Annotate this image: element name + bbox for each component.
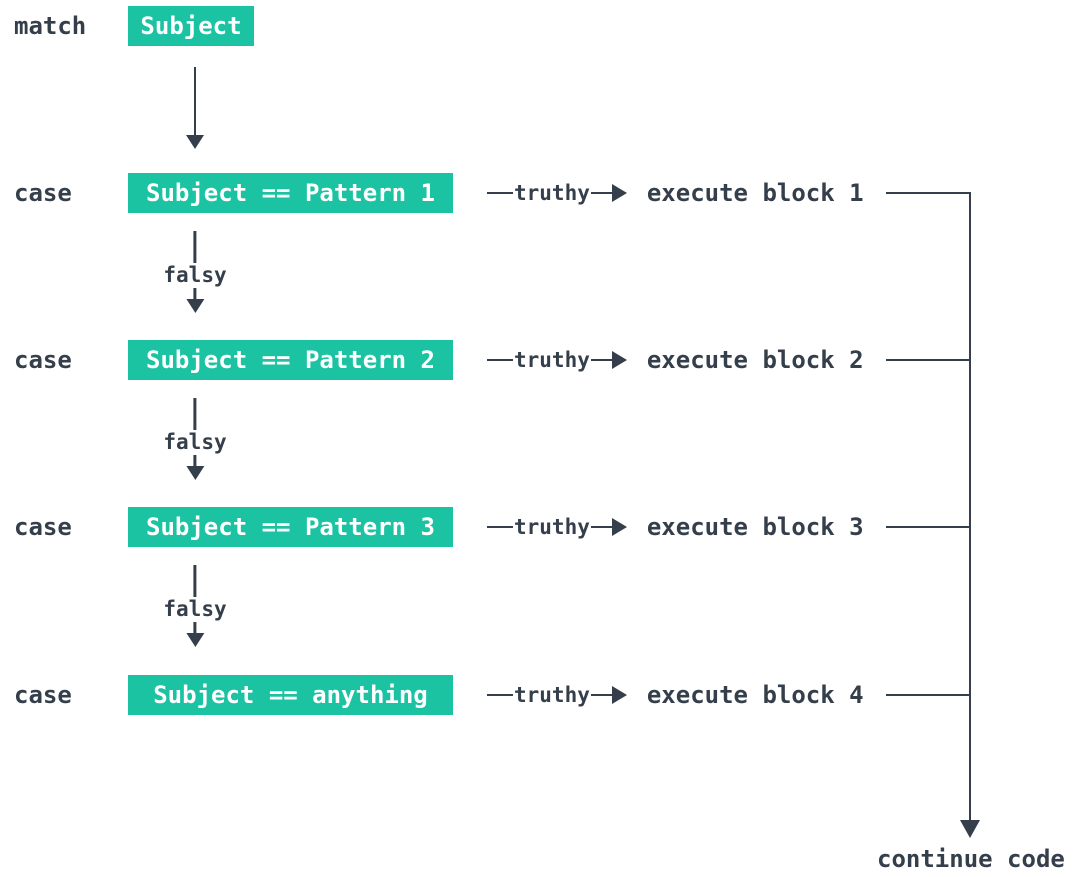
case-keyword-label: case bbox=[14, 681, 72, 709]
arrow-shaft bbox=[193, 565, 197, 597]
connector-line bbox=[590, 358, 612, 362]
connector-line bbox=[590, 693, 612, 697]
truthy-connector: truthy bbox=[487, 515, 627, 539]
arrow-shaft bbox=[193, 455, 197, 467]
falsy-label: falsy bbox=[163, 430, 227, 454]
trunk-line bbox=[968, 192, 971, 822]
case-row-3: case Subject == Pattern 3 truthy execute… bbox=[0, 507, 970, 547]
match-to-case-arrow-icon bbox=[186, 67, 204, 149]
stub-line-to-trunk bbox=[885, 693, 970, 697]
execute-action-label: execute block 2 bbox=[646, 346, 864, 374]
arrow-shaft bbox=[193, 622, 197, 634]
connector-line bbox=[487, 525, 513, 529]
match-row: match Subject bbox=[0, 6, 254, 46]
arrow-right-icon bbox=[611, 686, 627, 704]
arrow-shaft bbox=[193, 231, 197, 263]
arrow-shaft bbox=[193, 398, 197, 430]
connector-line bbox=[590, 525, 612, 529]
truthy-label: truthy bbox=[514, 515, 590, 539]
connector-line bbox=[487, 191, 513, 195]
execute-action-label: execute block 3 bbox=[646, 513, 864, 541]
arrow-right-icon bbox=[611, 351, 627, 369]
connector-line bbox=[487, 693, 513, 697]
arrow-right-icon bbox=[611, 518, 627, 536]
stub-line-to-trunk bbox=[885, 525, 970, 529]
case-row-4: case Subject == anything truthy execute … bbox=[0, 675, 970, 715]
continue-code-label: continue code bbox=[877, 845, 1065, 873]
arrow-shaft bbox=[193, 288, 197, 300]
falsy-connector-3: falsy bbox=[163, 565, 227, 648]
subject-box: Subject bbox=[128, 6, 254, 46]
falsy-label: falsy bbox=[163, 263, 227, 287]
arrow-down-icon bbox=[186, 466, 204, 481]
falsy-connector-1: falsy bbox=[163, 231, 227, 314]
stub-line-to-trunk bbox=[885, 358, 970, 362]
truthy-connector: truthy bbox=[487, 348, 627, 372]
arrow-down-icon bbox=[960, 820, 980, 838]
truthy-label: truthy bbox=[514, 348, 590, 372]
stub-line-to-trunk bbox=[885, 191, 970, 195]
case-keyword-label: case bbox=[14, 346, 72, 374]
arrow-shaft bbox=[193, 67, 197, 135]
condition-box: Subject == Pattern 1 bbox=[128, 173, 453, 213]
arrow-right-icon bbox=[611, 184, 627, 202]
case-row-2: case Subject == Pattern 2 truthy execute… bbox=[0, 340, 970, 380]
condition-box: Subject == Pattern 2 bbox=[128, 340, 453, 380]
truthy-label: truthy bbox=[514, 181, 590, 205]
connector-line bbox=[590, 191, 612, 195]
arrow-down-icon bbox=[186, 299, 204, 314]
truthy-label: truthy bbox=[514, 683, 590, 707]
arrow-down-icon bbox=[186, 633, 204, 648]
case-row-1: case Subject == Pattern 1 truthy execute… bbox=[0, 173, 970, 213]
condition-box: Subject == Pattern 3 bbox=[128, 507, 453, 547]
execute-action-label: execute block 4 bbox=[646, 681, 864, 709]
falsy-connector-2: falsy bbox=[163, 398, 227, 481]
truthy-connector: truthy bbox=[487, 181, 627, 205]
falsy-label: falsy bbox=[163, 597, 227, 621]
case-keyword-label: case bbox=[14, 179, 72, 207]
execute-action-label: execute block 1 bbox=[646, 179, 864, 207]
connector-line bbox=[487, 358, 513, 362]
truthy-connector: truthy bbox=[487, 683, 627, 707]
condition-box: Subject == anything bbox=[128, 675, 453, 715]
match-keyword-label: match bbox=[14, 12, 87, 40]
arrow-down-icon bbox=[186, 135, 204, 149]
case-keyword-label: case bbox=[14, 513, 72, 541]
